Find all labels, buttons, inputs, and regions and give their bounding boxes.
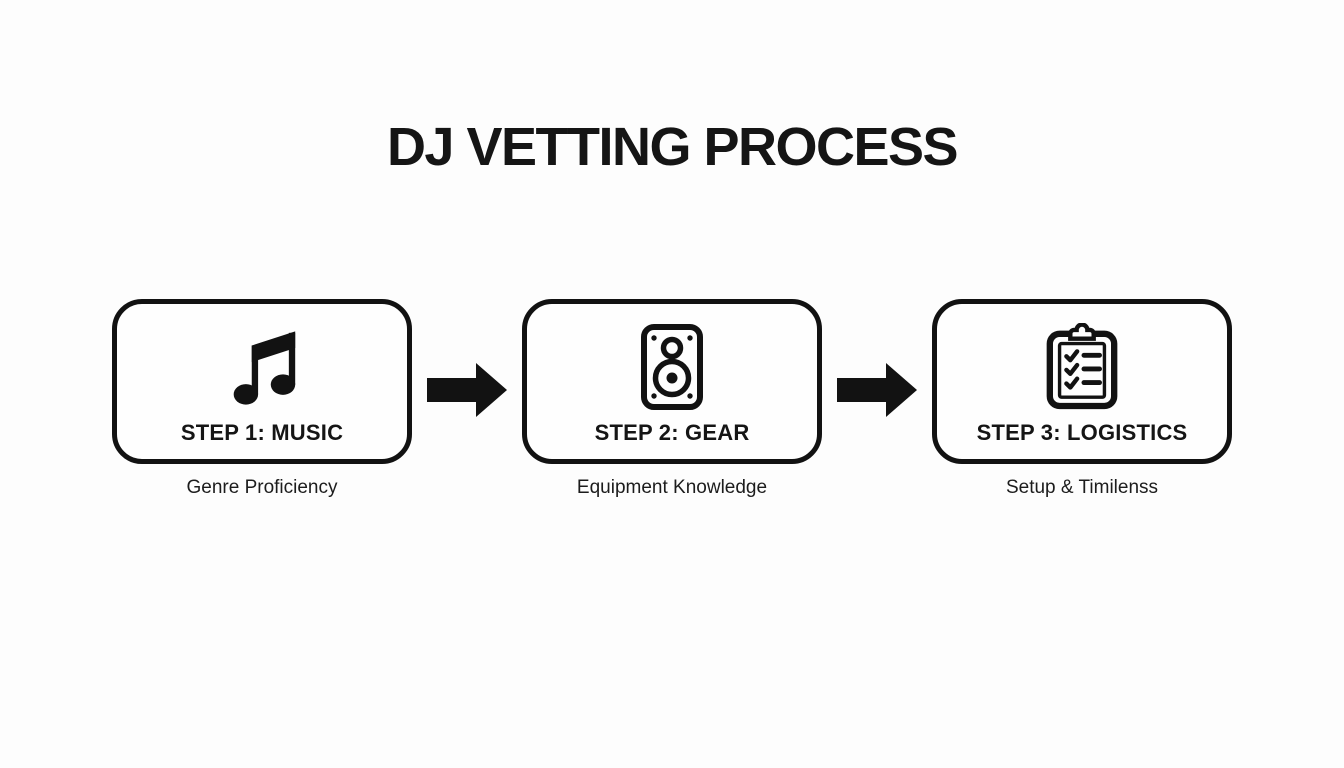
step-2-caption: Equipment Knowledge — [576, 477, 768, 498]
speaker-icon — [640, 314, 704, 420]
step-1-music: STEP 1: MUSIC Genre Proficiency — [112, 299, 412, 499]
step-2-label: STEP 2: GEAR — [594, 420, 750, 445]
step-2-box: STEP 2: GEAR — [522, 299, 822, 464]
arrow-right-icon — [837, 357, 917, 423]
step-1-caption: Genre Proficiency — [186, 477, 338, 498]
page-title: DJ VETTING PROCESS — [386, 117, 959, 177]
step-3-label: STEP 3: LOGISTICS — [976, 420, 1188, 445]
process-flow: STEP 1: MUSIC Genre Proficiency — [0, 299, 1344, 499]
step-3-logistics: STEP 3: LOGISTICS Setup & Timilenss — [932, 299, 1232, 499]
arrow-right-icon — [427, 357, 507, 423]
step-1-label: STEP 1: MUSIC — [180, 420, 344, 445]
clipboard-checklist-icon — [1043, 314, 1121, 420]
step-3-caption: Setup & Timilenss — [1005, 477, 1159, 498]
step-1-box: STEP 1: MUSIC — [112, 299, 412, 464]
music-note-icon — [221, 314, 303, 420]
step-3-box: STEP 3: LOGISTICS — [932, 299, 1232, 464]
step-2-gear: STEP 2: GEAR Equipment Knowledge — [522, 299, 822, 499]
